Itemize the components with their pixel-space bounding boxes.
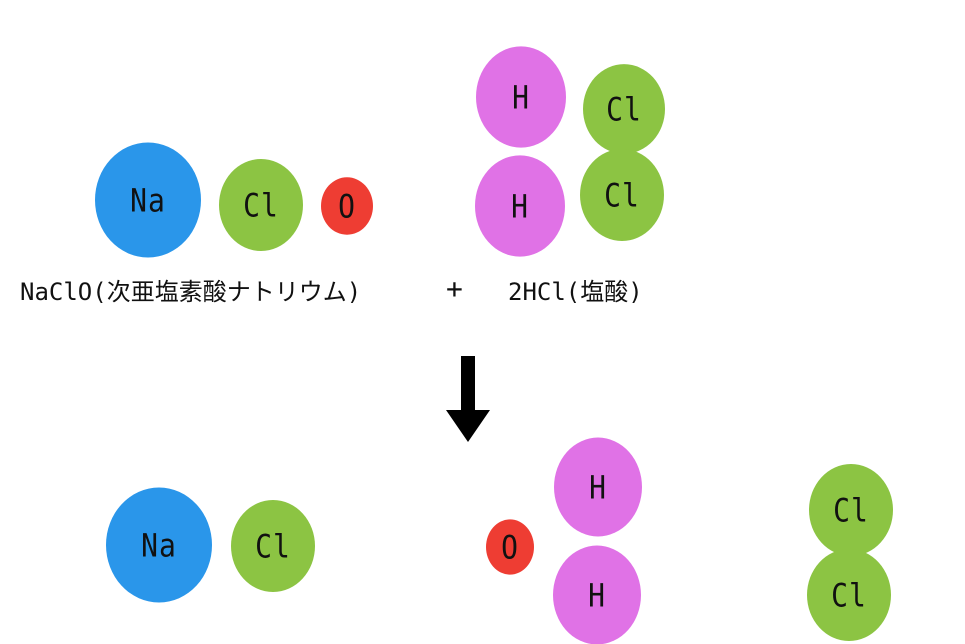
chlorine-atom: Cl [809, 464, 893, 556]
chlorine-atom: Cl [807, 549, 891, 641]
sodium-symbol: Na [141, 526, 177, 564]
chlorine-symbol: Cl [606, 90, 642, 128]
oxygen-symbol: O [338, 187, 356, 225]
chlorine-symbol: Cl [255, 527, 291, 565]
sodium-atom: Na [95, 142, 201, 258]
chlorine-atom: Cl [231, 500, 315, 592]
hydrogen-symbol: H [511, 187, 529, 225]
oxygen-atom: O [321, 177, 373, 235]
chlorine-atom: Cl [219, 159, 303, 251]
chlorine-atom: Cl [580, 149, 664, 241]
chlorine-symbol: Cl [243, 186, 279, 224]
chlorine-symbol: Cl [833, 491, 869, 529]
chlorine-symbol: Cl [604, 176, 640, 214]
down-arrow-icon [446, 356, 490, 442]
hcl-label: 2HCl(塩酸) [508, 278, 643, 306]
plus-sign: + [446, 272, 463, 305]
hydrogen-symbol: H [588, 576, 606, 614]
hydrogen-atom: H [553, 545, 641, 644]
hydrogen-symbol: H [512, 78, 530, 116]
naclo-label: NaClO(次亜塩素酸ナトリウム) [20, 278, 362, 306]
hydrogen-atom: H [476, 46, 566, 148]
chlorine-symbol: Cl [831, 576, 867, 614]
oxygen-atom: O [486, 519, 534, 575]
hydrogen-atom: H [475, 155, 565, 257]
sodium-atom: Na [106, 487, 212, 603]
chlorine-atom: Cl [583, 64, 665, 154]
hydrogen-symbol: H [589, 468, 607, 506]
oxygen-symbol: O [501, 528, 519, 566]
hydrogen-atom: H [554, 437, 642, 537]
sodium-symbol: Na [130, 181, 166, 219]
